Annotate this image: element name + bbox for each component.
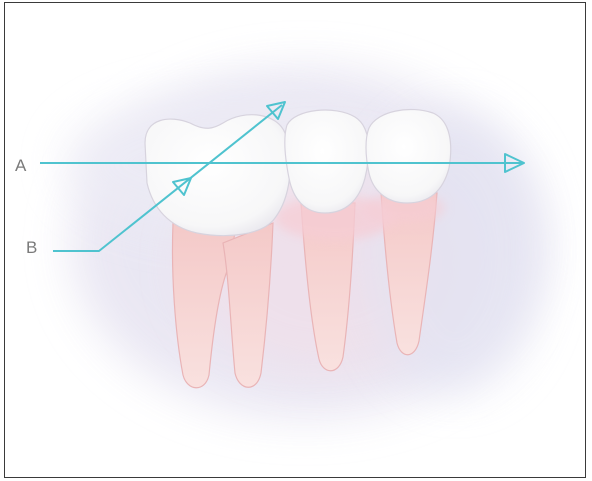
figure-frame: A B (4, 2, 586, 478)
premolar-crown-right (366, 109, 451, 203)
teeth-illustration (5, 3, 586, 478)
molar-crown (145, 115, 290, 236)
label-b: B (26, 239, 37, 256)
label-a: A (15, 157, 26, 174)
premolar-crown-middle (285, 110, 369, 213)
